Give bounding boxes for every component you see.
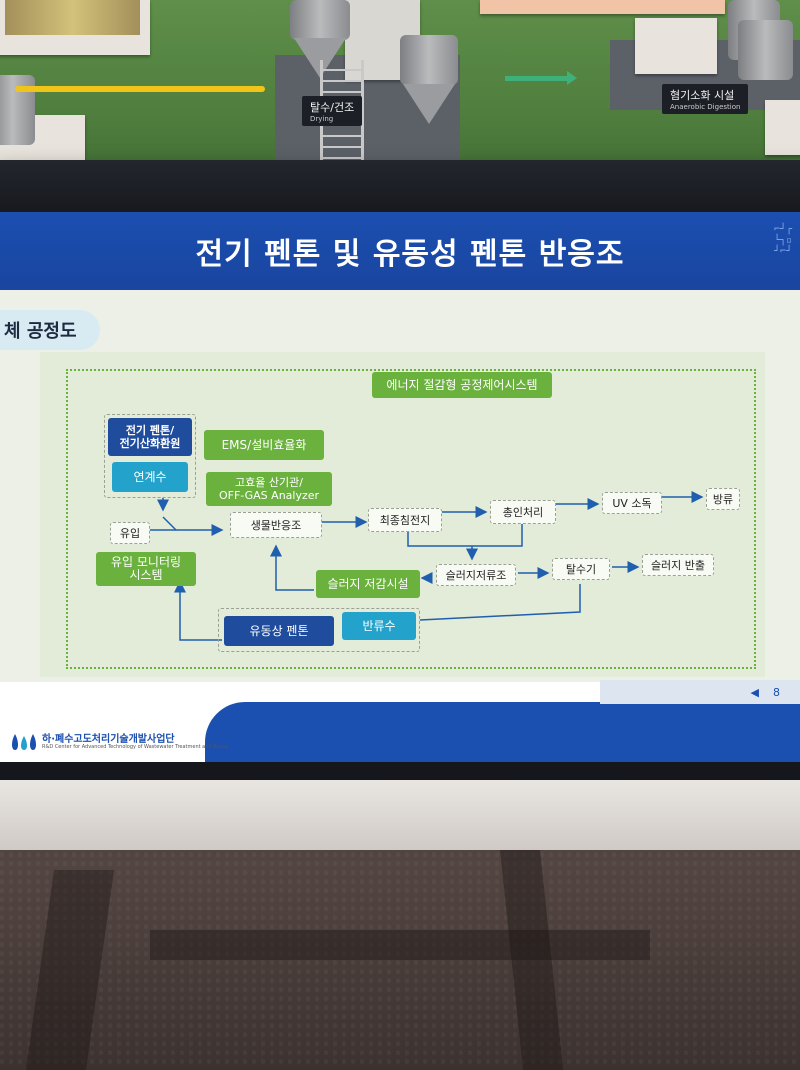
footer-blue-band (205, 702, 800, 762)
model-building-far-right (765, 100, 800, 155)
fluid-fenton-box: 유동상 펜톤 (224, 616, 334, 646)
model-plinth-top (480, 0, 725, 14)
bio-reactor-box: 생물반응조 (230, 512, 322, 538)
model-cyclone-2 (400, 35, 458, 85)
inflow-monitor-box: 유입 모니터링 시스템 (96, 552, 196, 586)
sludge-out-box: 슬러지 반출 (642, 554, 714, 576)
energy-control-label: 에너지 절감형 공정제어시스템 (372, 372, 552, 398)
sludge-storage-box: 슬러지저류조 (436, 564, 516, 586)
prev-slide-button[interactable]: ◀ (750, 685, 759, 699)
slide-nav: ◀ 8 (600, 680, 800, 704)
discharge-box: 방류 (706, 488, 740, 510)
uv-box: UV 소독 (602, 492, 662, 514)
linked-water-box: 연계수 (112, 462, 188, 492)
organization-name: 하·폐수고도처리기술개발사업단 (42, 734, 175, 745)
ems-box: EMS/설비효율화 (204, 430, 324, 460)
return-water-box: 반류수 (342, 612, 416, 640)
model-building-right (635, 18, 717, 74)
model-cyclone-1 (290, 0, 350, 40)
fluid-fenton-group (218, 608, 420, 652)
carpet-stripe-3 (150, 930, 650, 960)
page-title: 전기 펜톤 및 유동성 펜톤 반응조 (195, 237, 625, 272)
title-decoration-icon: ⌐┘┌└┐▫┘⌐┘ (773, 224, 792, 257)
page-number: 8 (773, 685, 780, 699)
high-efficiency-box: 고효율 산기관/ OFF-GAS Analyzer (206, 472, 332, 506)
inflow-box: 유입 (110, 522, 150, 544)
monitor-stand-edge (0, 780, 800, 850)
model-arrow-green (505, 71, 577, 85)
organization-subtitle: R&D Center for Advanced Technology of Wa… (42, 744, 229, 750)
model-digester-2 (738, 20, 793, 80)
model-pipe-yellow (15, 86, 265, 92)
model-panels-left (5, 0, 140, 35)
phosphorus-box: 총인처리 (490, 500, 556, 524)
final-clarifier-box: 최종침전지 (368, 508, 442, 532)
electro-fenton-box: 전기 펜톤/ 전기산화환원 (108, 418, 192, 456)
section-label: 체 공정도 (0, 310, 100, 350)
dewatering-box: 탈수기 (552, 558, 610, 580)
sludge-reduction-box: 슬러지 저감시설 (316, 570, 420, 598)
carpet-stripe-1 (25, 870, 115, 1070)
flow-lines (150, 491, 704, 641)
electro-fenton-group (104, 414, 196, 498)
process-boundary (66, 369, 756, 669)
display-screen: 전기 펜톤 및 유동성 펜톤 반응조 ⌐┘┌└┐▫┘⌐┘ 체 공정도 (0, 212, 800, 762)
model-cyclone-2-cone (403, 84, 455, 124)
drop-logo-icon (12, 734, 36, 750)
monitor-top-texture (0, 160, 800, 220)
title-bar: 전기 펜톤 및 유동성 펜톤 반응조 ⌐┘┌└┐▫┘⌐┘ (0, 212, 800, 290)
